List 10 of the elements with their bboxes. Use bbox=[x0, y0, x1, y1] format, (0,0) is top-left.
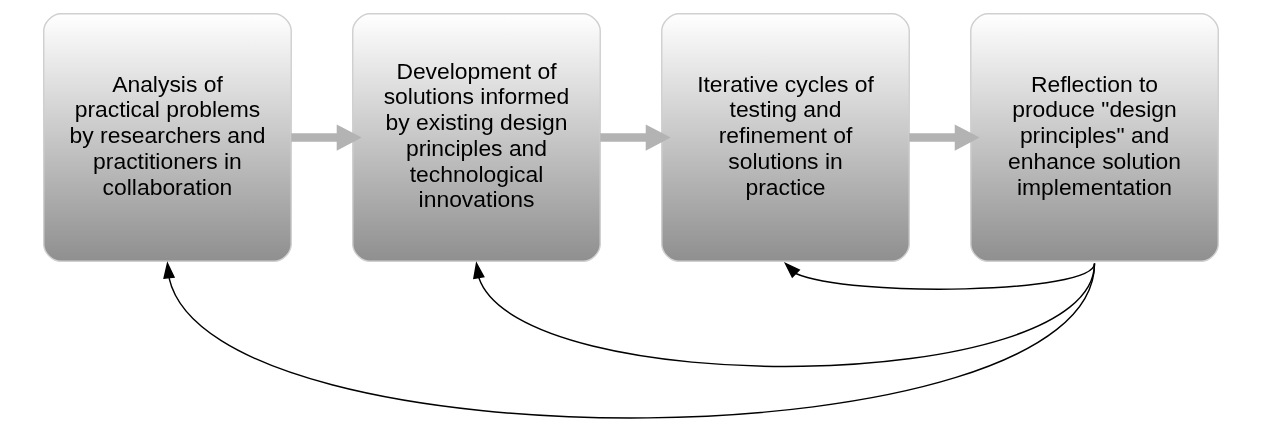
arrow bbox=[163, 261, 1096, 419]
arrow bbox=[600, 124, 671, 151]
arrow bbox=[473, 261, 1096, 368]
node-box: Analysis of practical problems by researchers and practitioners in collaboration bbox=[43, 13, 292, 263]
arrow bbox=[291, 124, 362, 151]
arrow bbox=[783, 261, 1096, 290]
arrow bbox=[909, 124, 980, 151]
node-box: Reflection to produce "design principles" and enhance solution implementation bbox=[970, 13, 1219, 263]
node-box: Iterative cycles of testing and refinement of solutions in practice bbox=[661, 13, 910, 263]
node-box: Development of solutions informed by existing design principles and technological innovations bbox=[352, 13, 601, 263]
